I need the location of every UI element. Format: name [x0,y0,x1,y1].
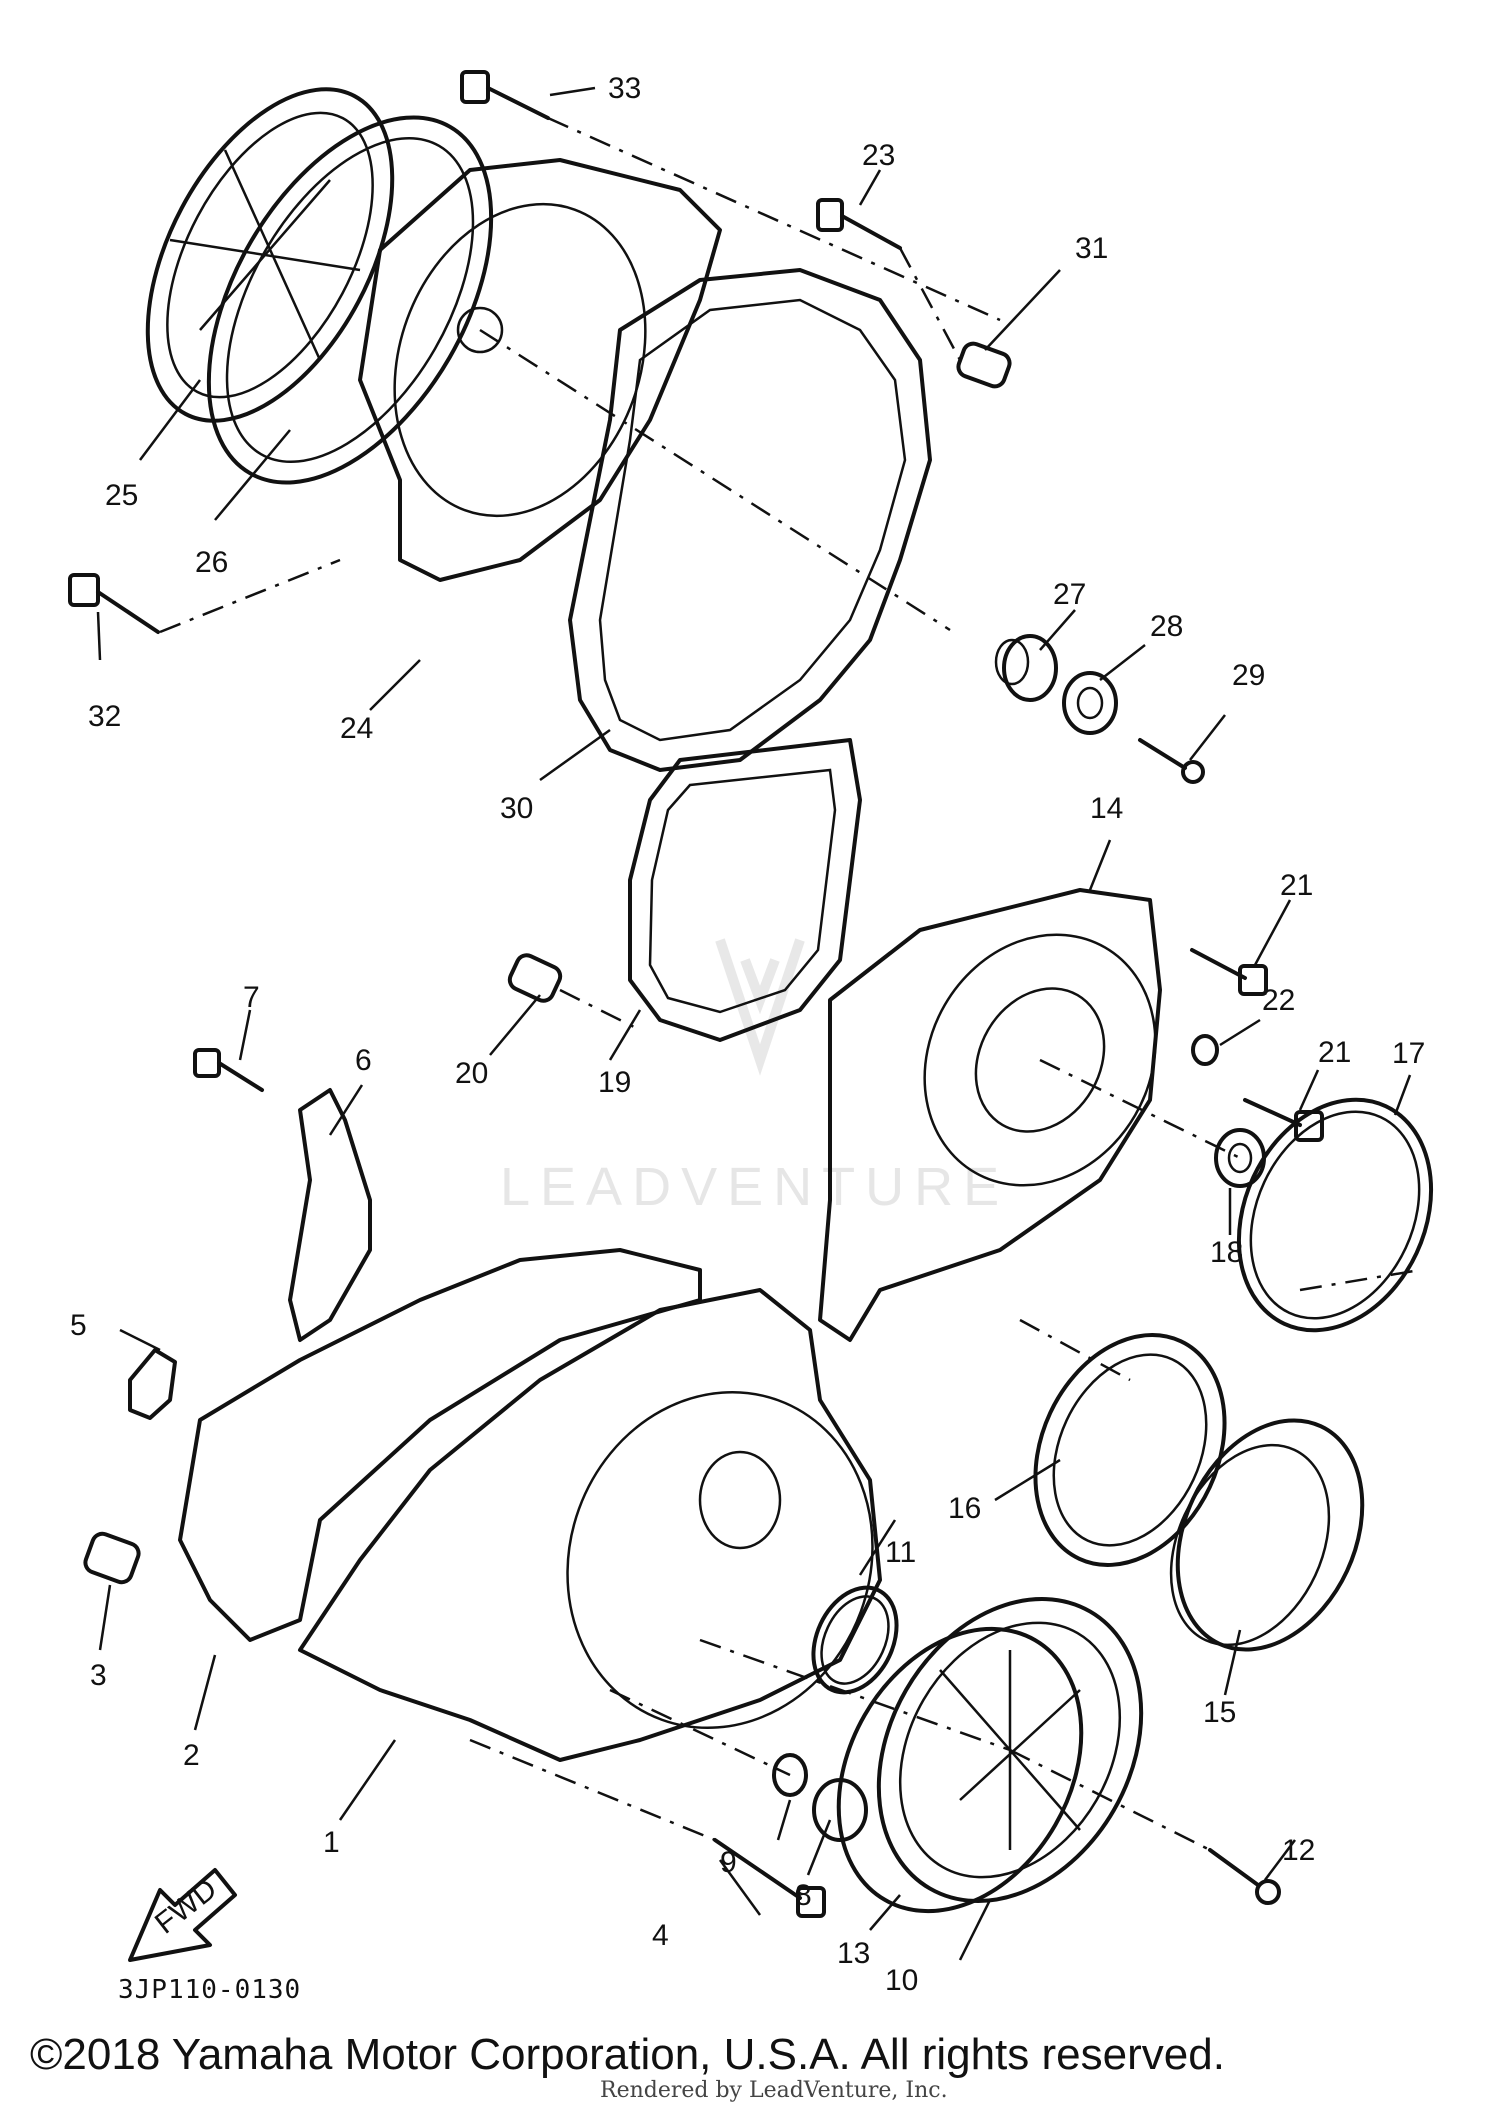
part-23-bolt [816,198,902,250]
alignment-line [699,1638,1011,1752]
part-20-dowel [507,953,563,1003]
watermark-text: LEADVENTURE [500,1157,1009,1217]
leader-lines [96,86,1412,1961]
part-26-gasket [206,115,494,485]
part-1-generator-cover [298,1288,882,1762]
part-6-bracket [288,1088,372,1342]
callout-29: 29 [1232,659,1265,692]
alignment-line [609,1688,791,1777]
alignment-line [159,558,341,634]
callout-18: 18 [1210,1236,1243,1269]
part-9-o-ring [772,1753,808,1797]
callout-7: 7 [243,981,260,1014]
part-12-screw [1208,1848,1281,1905]
callout-24: 24 [340,712,373,745]
part-33-bolt [460,70,550,120]
fwd-label: FWD [149,1872,223,1940]
part-11-o-ring [811,1585,899,1695]
alignment-line [469,1738,716,1842]
callout-21-upper: 21 [1280,869,1313,902]
alignment-line [479,328,951,632]
callout-labels: 1 2 3 4 5 6 7 8 9 10 11 12 13 14 15 16 1… [70,72,1425,1997]
callout-23: 23 [862,139,895,172]
callout-11: 11 [885,1536,916,1569]
part-28-oil-seal [1062,671,1118,735]
callout-3: 3 [90,1659,107,1692]
part-13-gasket [836,1626,1084,1914]
part-31-dowel [956,341,1012,389]
part-22-o-ring [1191,1034,1219,1066]
callout-30: 30 [500,792,533,825]
callout-22: 22 [1262,984,1295,1017]
callout-8: 8 [795,1879,812,1912]
callout-31: 31 [1075,232,1108,265]
callout-10: 10 [885,1964,918,1997]
alignment-line [1009,1748,1211,1852]
callout-15: 15 [1203,1696,1236,1729]
diagram-code: 3JP110-0130 [118,1975,302,2005]
alignment-line [898,247,962,361]
callout-5: 5 [70,1309,87,1342]
callout-6: 6 [355,1044,372,1077]
callout-1: 1 [323,1826,340,1859]
alignment-line [1019,1268,1421,1382]
part-24-crankcase-cover [358,158,722,582]
rendered-by-note: Rendered by LeadVenture, Inc. [600,2078,948,2103]
fwd-arrow-icon: FWD [128,1868,237,1962]
part-16-oil-seal [1033,1333,1227,1567]
callout-21-lower: 21 [1318,1036,1351,1069]
callout-13: 13 [837,1937,870,1970]
part-17-circlip [1236,1097,1434,1333]
part-29-screw [1138,738,1205,784]
part-19-gasket [628,738,862,1042]
callout-25: 25 [105,479,138,512]
part-3-dowel [83,1531,141,1585]
part-27-collar [994,634,1058,702]
alignment-line [547,116,1001,322]
callout-9: 9 [720,1846,737,1879]
part-25-cover-plate [145,87,395,423]
part-30-gasket [568,268,932,772]
callout-2: 2 [183,1739,200,1772]
part-18-oil-seal [1214,1128,1266,1188]
callout-28: 28 [1150,610,1183,643]
callout-16: 16 [948,1492,981,1525]
part-4-bolt [713,1838,826,1918]
leadventure-watermark: LEADVENTURE [500,938,1009,1217]
callout-17: 17 [1392,1037,1425,1070]
callout-33: 33 [608,72,641,105]
part-14-cover [818,888,1162,1342]
part-5-clamp [128,1348,177,1420]
part-21-bolt-upper [1190,948,1268,996]
callout-4: 4 [652,1919,669,1952]
callout-12: 12 [1282,1834,1315,1867]
callout-27: 27 [1053,578,1086,611]
callout-20: 20 [455,1057,488,1090]
alignment-line [1039,1058,1241,1160]
part-2-gasket [178,1248,702,1642]
callout-26: 26 [195,546,228,579]
part-15-cap [1169,1418,1365,1652]
alignment-line [559,988,641,1032]
callout-32: 32 [88,700,121,733]
callout-14: 14 [1090,792,1123,825]
part-32-bolt [68,573,160,634]
callout-19: 19 [598,1066,631,1099]
part-7-bolt [193,1048,264,1092]
copyright-notice: ©2018 Yamaha Motor Corporation, U.S.A. A… [30,2030,1225,2079]
